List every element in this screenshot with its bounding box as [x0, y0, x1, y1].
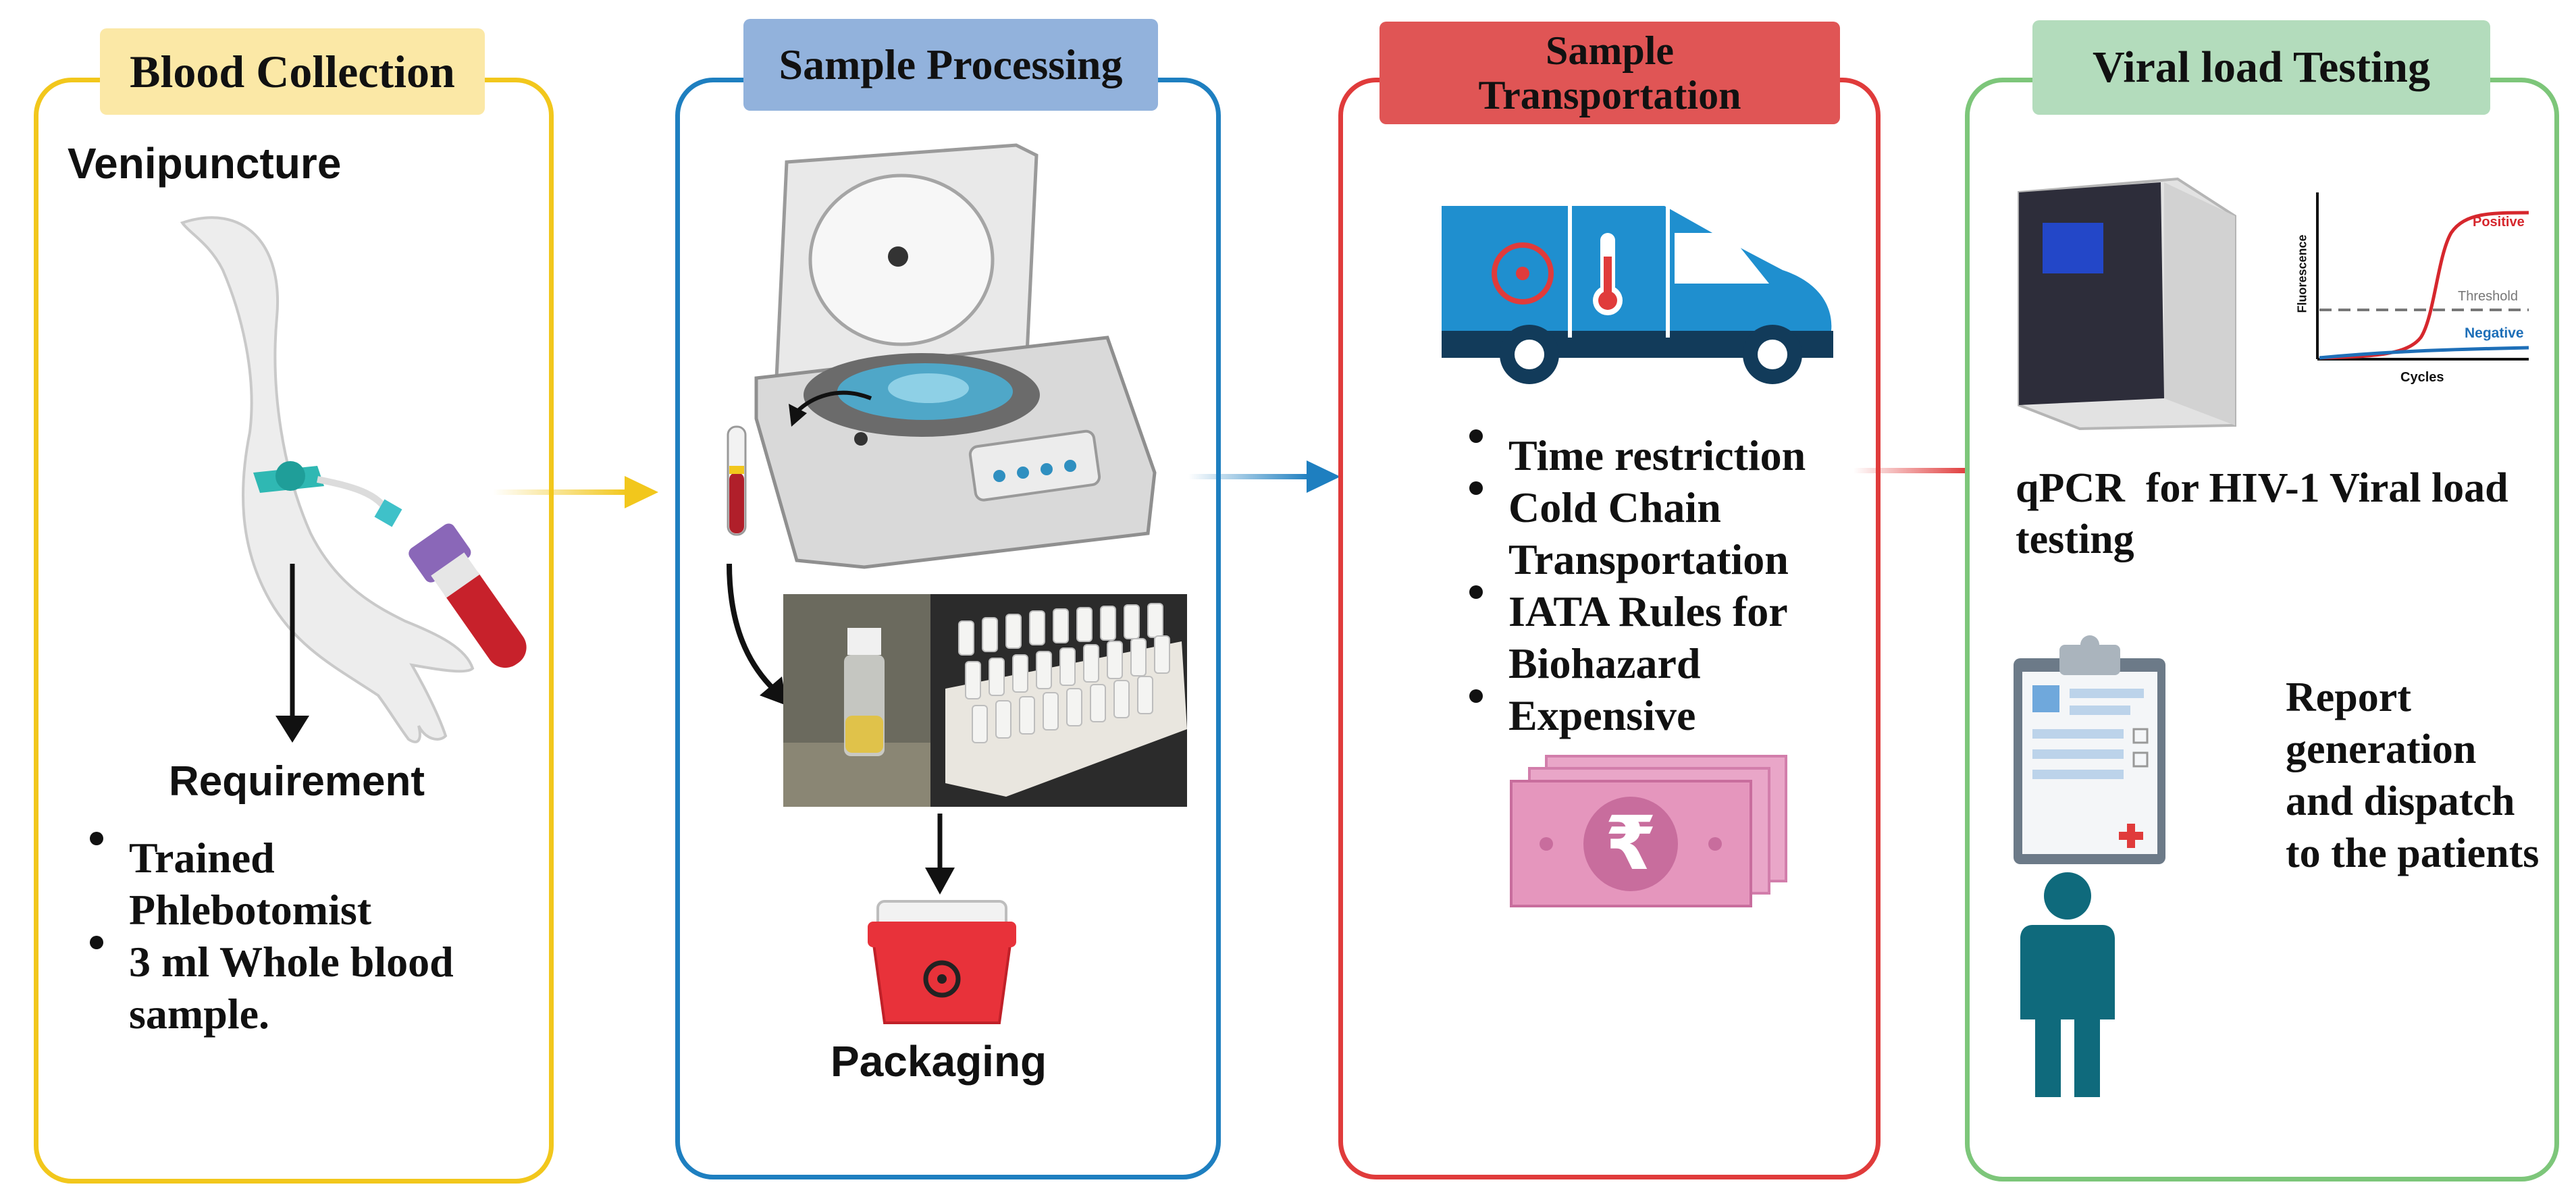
plot-negative-label: Negative [2465, 325, 2524, 341]
constraint-item: IATA Rules for Biohazard [1464, 585, 1869, 689]
plot-positive-label: Positive [2473, 215, 2525, 230]
transport-constraints-list: Time restriction Cold Chain Transportati… [1464, 429, 1869, 741]
requirement-list: Trained Phlebotomist 3 ml Whole blood sa… [84, 832, 517, 1040]
constraint-item: Expensive [1464, 689, 1869, 741]
currency-symbol: ₹ [1604, 800, 1657, 886]
qpcr-description: qPCR for HIV-1 Viral load testing [2016, 465, 2519, 562]
requirement-item: 3 ml Whole blood sample. [84, 936, 517, 1040]
header-line-1: Sample [1545, 28, 1675, 73]
plot-threshold-label: Threshold [2458, 289, 2518, 304]
header-blood-collection: Blood Collection [100, 28, 485, 115]
header-line-2: Transportation [1478, 73, 1741, 117]
plot-x-axis-label: Cycles [2400, 370, 2444, 385]
sample-tubes-photo [783, 594, 1187, 807]
constraint-item: Cold Chain Transportation [1464, 481, 1869, 585]
header-sample-processing: Sample Processing [743, 19, 1158, 111]
header-viral-load-testing: Viral load Testing [2032, 20, 2490, 115]
constraint-item: Time restriction [1464, 429, 1869, 481]
report-description: Report generation and dispatch to the pa… [2286, 674, 2540, 876]
header-sample-transportation: Sample Transportation [1379, 22, 1840, 124]
venipuncture-label: Venipuncture [68, 139, 342, 188]
requirement-label: Requirement [169, 758, 425, 805]
packaging-label: Packaging [831, 1037, 1047, 1086]
requirement-item: Trained Phlebotomist [84, 832, 517, 936]
